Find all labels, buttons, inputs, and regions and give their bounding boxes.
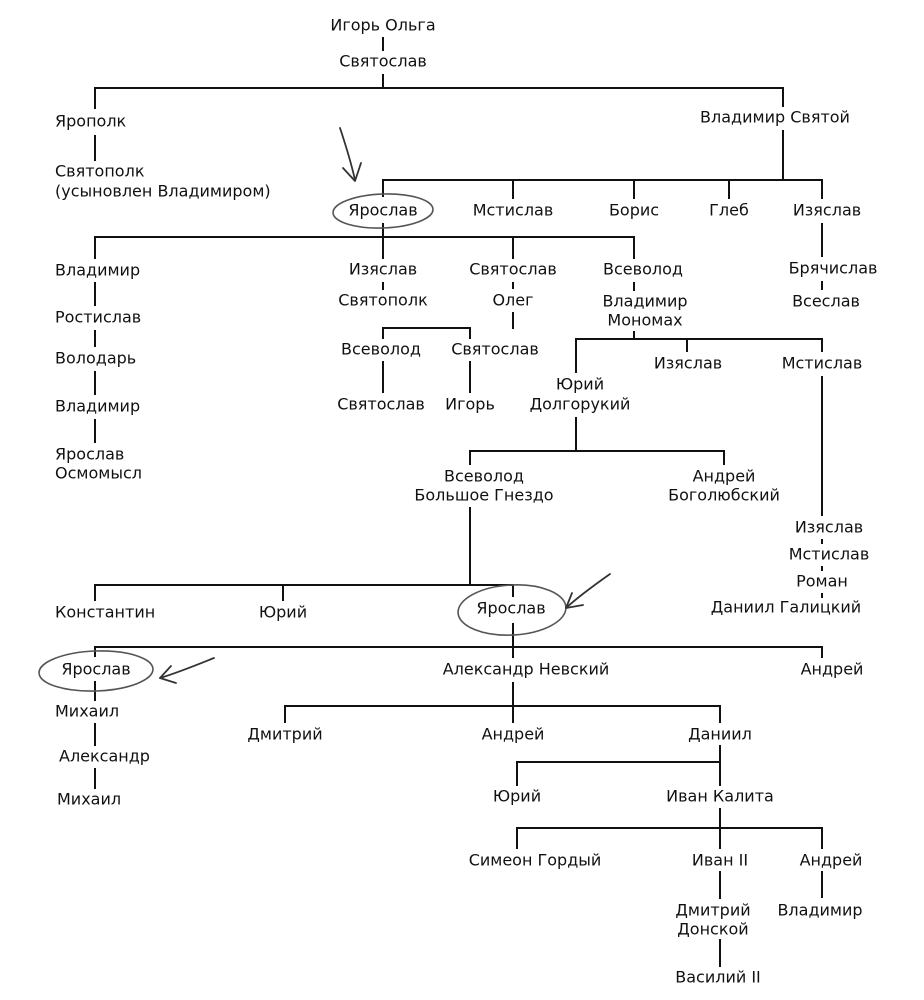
arrow-icon xyxy=(565,592,584,609)
name-svyatopolk: Святополк xyxy=(55,162,145,181)
name-izyaslav: Изяслав xyxy=(349,260,417,279)
name-vsevolod: Всеволод xyxy=(603,260,683,279)
name-vseslav: Всеслав xyxy=(792,292,860,311)
highlight-circle xyxy=(332,193,434,229)
name-konstantin: Константин xyxy=(55,603,155,622)
name-svyatopolk: Святополк xyxy=(338,291,428,310)
name-mstislav: Мстислав xyxy=(789,545,870,564)
highlight-circle xyxy=(38,650,154,692)
name-dmitry: Дмитрий xyxy=(675,901,750,920)
highlight-marks xyxy=(38,127,611,692)
name-ivan-ii: Иван II xyxy=(692,851,748,870)
name-roman: Роман xyxy=(796,572,848,591)
name-vsevolod: Всеволод xyxy=(444,467,524,486)
name-izyaslav: Изяслав xyxy=(793,201,861,220)
name-yuri: Юрий xyxy=(493,787,541,806)
name-izyaslav: Изяслав xyxy=(654,354,722,373)
name-igor-olga: Игорь Ольга xyxy=(330,16,435,35)
name-vladimir-svyatoy: Владимир Святой xyxy=(700,108,850,127)
name-yaroslav-mudry: Ярослав xyxy=(348,201,417,220)
name-oleg: Олег xyxy=(492,291,533,310)
name-vsevolod: Всеволод xyxy=(341,340,421,359)
name-yaropolk: Ярополк xyxy=(55,112,127,131)
name-dolgoruky: Долгорукий xyxy=(530,395,631,414)
name-gleb: Глеб xyxy=(709,201,749,220)
name-yaroslav: Ярослав xyxy=(55,445,124,464)
name-alexander: Александр xyxy=(59,747,150,766)
name-svyatoslav: Святослав xyxy=(451,340,539,359)
arrow-icon xyxy=(339,127,356,181)
name-mstislav: Мстислав xyxy=(473,201,554,220)
name-boris: Борис xyxy=(609,201,659,220)
name-ivan-kalita: Иван Калита xyxy=(666,787,774,806)
name-yaroslav: Ярослав xyxy=(61,660,130,679)
name-yuri: Юрий xyxy=(556,375,604,394)
name-volodar: Володарь xyxy=(55,349,136,368)
name-donskoy: Донской xyxy=(677,920,748,939)
name-yuri: Юрий xyxy=(259,603,307,622)
name-osmomysl: Осмомысл xyxy=(55,464,142,483)
name-rostislav: Ростислав xyxy=(55,308,141,327)
arrow-icon xyxy=(159,665,177,684)
name-vladimir: Владимир xyxy=(55,397,140,416)
arrow-icon xyxy=(565,573,611,609)
name-mikhail: Михаил xyxy=(55,702,119,721)
name-mstislav: Мстислав xyxy=(782,354,863,373)
name-svyatoslav: Святослав xyxy=(469,260,557,279)
name-monomakh: Мономах xyxy=(607,311,682,330)
name-yaroslav: Ярослав xyxy=(476,599,545,618)
name-vladimir: Владимир xyxy=(602,292,687,311)
name-bogolyubsky: Боголюбский xyxy=(668,486,780,505)
name-mikhail: Михаил xyxy=(57,790,121,809)
name-daniil-galitsky: Даниил Галицкий xyxy=(711,598,861,617)
name-andrey: Андрей xyxy=(693,467,756,486)
arrow-icon xyxy=(159,657,215,679)
name-vladimir: Владимир xyxy=(777,901,862,920)
name-andrey: Андрей xyxy=(482,725,545,744)
name-svyatoslav: Святослав xyxy=(337,395,425,414)
name-bolshoe-gnezdo: Большое Гнездо xyxy=(414,486,553,505)
name-svyatopolk-note: (усыновлен Владимиром) xyxy=(55,182,271,201)
name-daniil: Даниил xyxy=(688,725,752,744)
arrow-icon xyxy=(342,162,362,182)
connector-lines xyxy=(94,37,823,967)
name-bryachislav: Брячислав xyxy=(789,259,878,278)
name-andrey: Андрей xyxy=(800,851,863,870)
tree-labels: Игорь Ольга Святослав Ярополк Владимир С… xyxy=(55,16,877,987)
name-simeon-gordy: Симеон Гордый xyxy=(469,851,602,870)
name-alexander-nevsky: Александр Невский xyxy=(443,660,610,679)
name-svyatoslav: Святослав xyxy=(339,52,427,71)
name-andrey: Андрей xyxy=(801,660,864,679)
name-vasily-ii: Василий II xyxy=(675,968,761,987)
name-vladimir: Владимир xyxy=(55,261,140,280)
name-igor: Игорь xyxy=(445,395,495,414)
name-izyaslav: Изяслав xyxy=(795,518,863,537)
name-dmitry: Дмитрий xyxy=(247,725,322,744)
